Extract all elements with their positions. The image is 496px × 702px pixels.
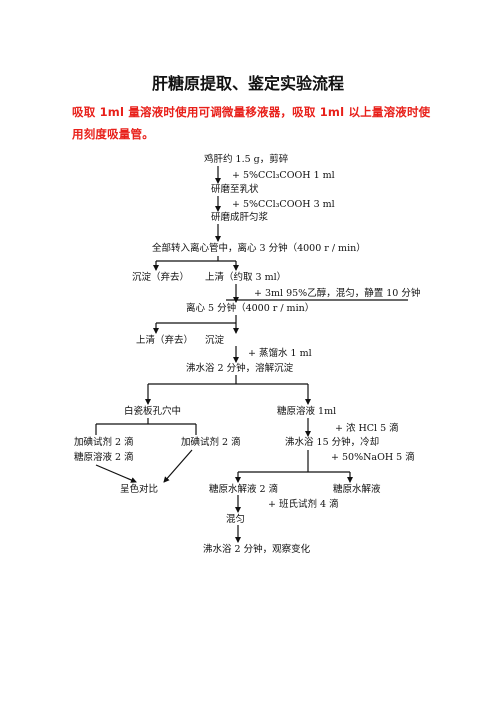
page-title: 肝糖原提取、鉴定实验流程	[151, 74, 344, 93]
add-water: + 蒸馏水 1 ml	[248, 348, 312, 359]
step-supernatant-discard: 上清（弃去）	[136, 335, 194, 346]
step-hydrolysate: 糖原水解液	[333, 484, 381, 495]
step-add-iodine-right: 加碘试剂 2 滴	[181, 437, 241, 448]
step-grind-milky: 研磨至乳状	[211, 184, 259, 195]
pipetting-note: 吸取 1ml 量溶液时使用可调微量移液器，吸取 1ml 以上量溶液时使用刻度吸量…	[72, 105, 431, 141]
step-homogenate: 研磨成肝匀浆	[211, 212, 269, 223]
add-tca-3ml: + 5%CCl₃COOH 3 ml	[232, 199, 335, 210]
add-ethanol: + 3ml 95%乙醇，混匀，静置 10 分钟	[254, 288, 421, 299]
step-glycogen-drops: 糖原溶液 2 滴	[74, 452, 134, 463]
step-boil-cool: 沸水浴 15 分钟，冷却	[285, 437, 380, 448]
step-centrifuge-1: 全部转入离心管中，离心 3 分钟（4000 r / min）	[152, 243, 366, 254]
step-precipitate: 沉淀	[205, 335, 225, 346]
step-porcelain-plate: 白瓷板孔穴中	[124, 406, 182, 417]
step-minced-liver: 鸡肝约 1.5 g，剪碎	[204, 154, 289, 165]
step-precipitate-discard: 沉淀（弃去）	[132, 272, 190, 283]
add-tca-1ml: + 5%CCl₃COOH 1 ml	[232, 170, 335, 181]
step-glycogen-solution: 糖原溶液 1ml	[277, 406, 337, 417]
step-mix: 混匀	[226, 514, 246, 525]
add-benedict: + 班氏试剂 4 滴	[268, 499, 339, 510]
step-boil-observe: 沸水浴 2 分钟，观察变化	[203, 544, 311, 555]
step-centrifuge-2: 离心 5 分钟（4000 r / min）	[186, 303, 315, 314]
step-color-compare: 呈色对比	[120, 484, 159, 495]
step-supernatant: 上清（约取 3 ml）	[205, 272, 287, 283]
step-add-iodine-left: 加碘试剂 2 滴	[74, 437, 134, 448]
step-hydrolysate-drops: 糖原水解液 2 滴	[209, 484, 279, 495]
step-boil-dissolve: 沸水浴 2 分钟，溶解沉淀	[186, 363, 294, 374]
add-hcl: + 浓 HCl 5 滴	[335, 423, 399, 434]
add-naoh: + 50%NaOH 5 滴	[331, 452, 415, 463]
